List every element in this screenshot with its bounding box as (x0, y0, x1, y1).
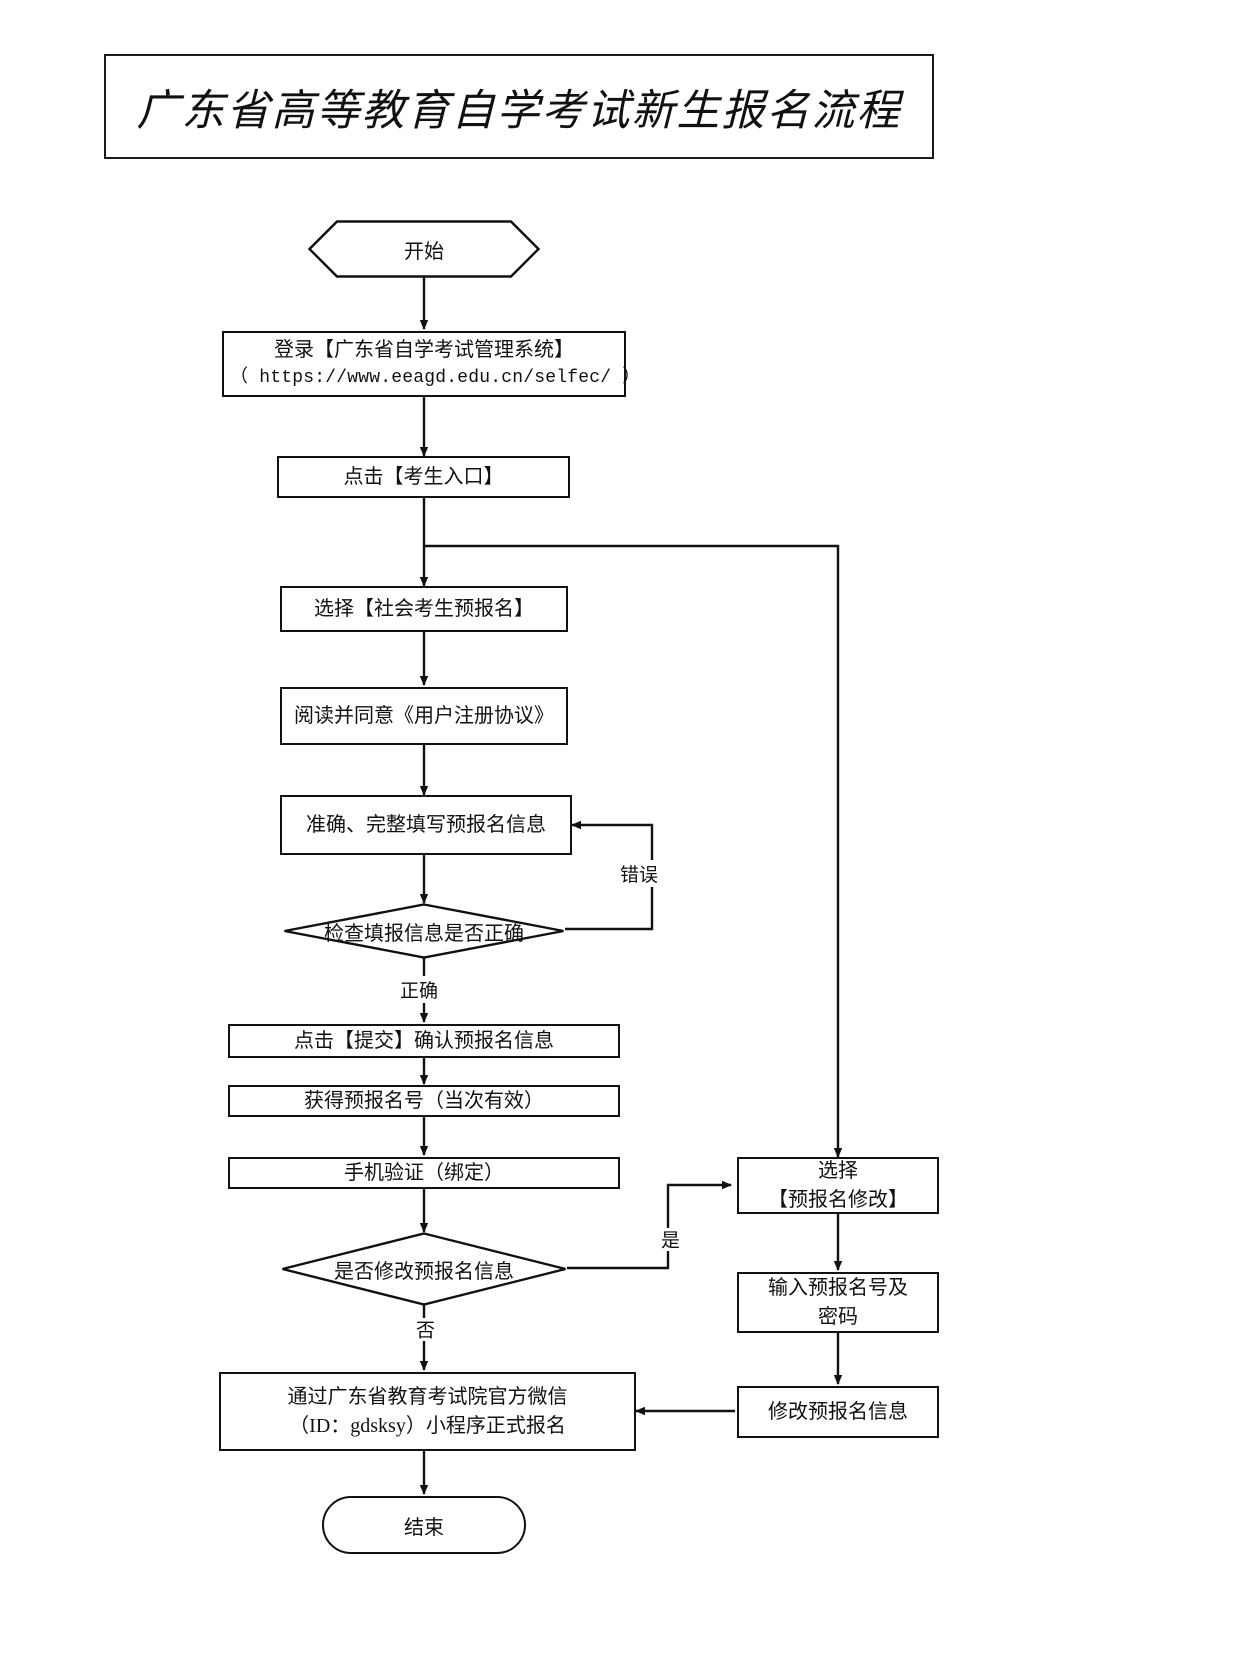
node-candidate-entry[interactable]: 点击【考生入口】 (277, 456, 570, 498)
node-select-modify-line2: 【预报名修改】 (768, 1188, 908, 1211)
node-modify-decision-label: 是否修改预报名信息 (334, 1260, 514, 1283)
node-official-wechat-line1: 通过广东省教育考试院官方微信 (287, 1385, 568, 1408)
node-login-line2: （ https://www.eeagd.edu.cn/selfec/ ） (230, 368, 641, 389)
node-input-credentials-line1: 输入预报名号及 (768, 1276, 908, 1299)
node-submit-confirm[interactable]: 点击【提交】确认预报名信息 (228, 1024, 620, 1058)
node-official-wechat-line2: （ID：gdsksy）小程序正式报名 (289, 1414, 566, 1437)
node-fill-info-label: 准确、完整填写预报名信息 (306, 813, 546, 836)
node-official-wechat[interactable]: 通过广东省教育考试院官方微信 （ID：gdsksy）小程序正式报名 (219, 1372, 636, 1451)
edge-label-no: 否 (410, 1318, 437, 1341)
node-end[interactable]: 结束 (322, 1496, 526, 1554)
node-get-number[interactable]: 获得预报名号（当次有效） (228, 1085, 620, 1117)
node-get-number-label: 获得预报名号（当次有效） (304, 1089, 544, 1112)
edge-label-correct: 正确 (398, 976, 441, 1003)
node-social-pre-register[interactable]: 选择【社会考生预报名】 (280, 586, 568, 632)
edge-label-error: 错误 (618, 860, 661, 887)
node-start-label: 开始 (404, 240, 444, 263)
node-select-modify-line1: 选择 (818, 1159, 858, 1182)
node-login-system[interactable]: 登录【广东省自学考试管理系统】 （ https://www.eeagd.edu.… (222, 331, 641, 397)
node-input-credentials[interactable]: 输入预报名号及 密码 (737, 1272, 939, 1333)
node-input-credentials-line2: 密码 (818, 1305, 858, 1328)
node-phone-verify[interactable]: 手机验证（绑定） (228, 1157, 620, 1189)
node-modify-info-label: 修改预报名信息 (768, 1400, 908, 1423)
node-agreement[interactable]: 阅读并同意《用户注册协议》 (280, 687, 568, 745)
node-end-label: 结束 (404, 1516, 444, 1539)
edge-label-yes: 是 (655, 1228, 682, 1251)
node-agreement-label: 阅读并同意《用户注册协议》 (294, 704, 554, 727)
node-modify-decision[interactable]: 是否修改预报名信息 (281, 1232, 567, 1306)
node-fill-info[interactable]: 准确、完整填写预报名信息 (280, 795, 572, 855)
page-title: 广东省高等教育自学考试新生报名流程 (136, 87, 902, 135)
node-start[interactable]: 开始 (308, 220, 540, 278)
node-login-line1: 登录【广东省自学考试管理系统】 (274, 339, 574, 362)
node-check-decision-label: 检查填报信息是否正确 (324, 922, 524, 945)
edge-modify-yes (567, 1180, 732, 1270)
title-frame: 广东省高等教育自学考试新生报名流程 (104, 54, 934, 159)
node-check-decision[interactable]: 检查填报信息是否正确 (283, 903, 565, 959)
node-submit-confirm-label: 点击【提交】确认预报名信息 (294, 1029, 554, 1052)
node-social-pre-register-label: 选择【社会考生预报名】 (314, 597, 534, 620)
node-select-modify[interactable]: 选择 【预报名修改】 (737, 1157, 939, 1214)
node-phone-verify-label: 手机验证（绑定） (344, 1161, 504, 1184)
node-modify-info[interactable]: 修改预报名信息 (737, 1386, 939, 1438)
node-candidate-entry-label: 点击【考生入口】 (343, 465, 504, 488)
